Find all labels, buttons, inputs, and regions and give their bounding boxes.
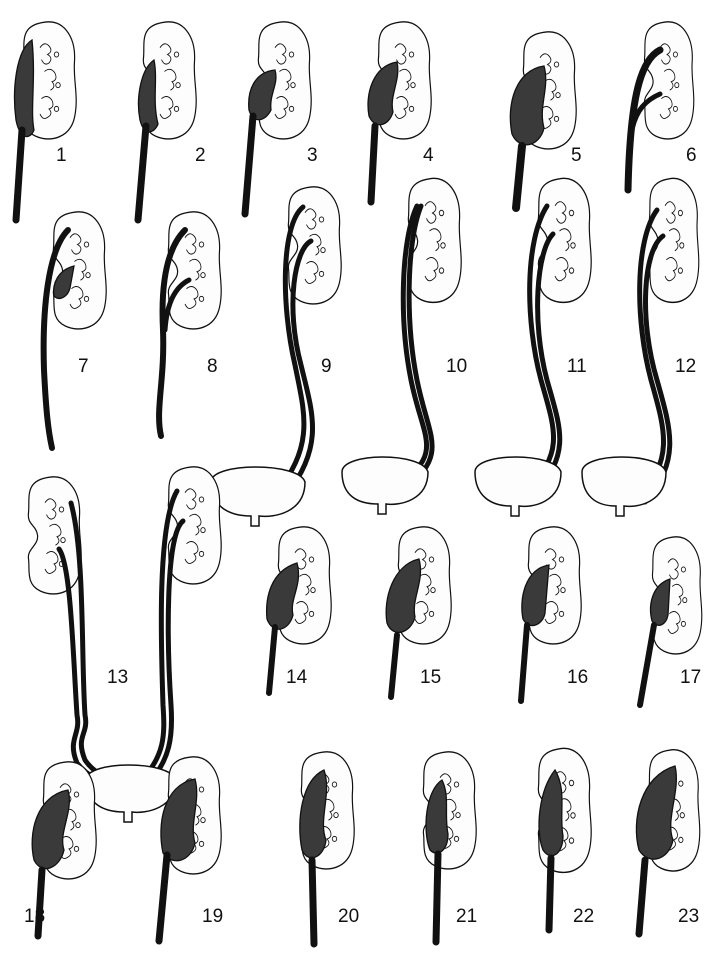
label-2: 2 [195,146,206,165]
label-16: 16 [567,668,588,687]
specimen-9 [275,187,341,497]
label-15: 15 [420,668,441,687]
specimen-7 [44,212,107,448]
bladder-9 [211,467,305,526]
label-9: 9 [321,357,332,376]
label-4: 4 [423,146,434,165]
specimen-13-right [141,467,221,787]
specimen-3 [245,22,311,214]
label-8: 8 [207,357,218,376]
bladder-12 [582,457,666,516]
label-5: 5 [571,146,582,165]
specimen-4 [368,22,431,202]
specimen-1 [15,22,77,220]
label-20: 20 [338,907,359,926]
specimen-22 [538,748,591,930]
bladder-10 [342,457,428,514]
label-18: 18 [24,907,45,926]
label-10: 10 [446,357,467,376]
specimen-6 [628,22,694,190]
label-23: 23 [678,907,699,926]
label-3: 3 [307,146,318,165]
label-12: 12 [675,357,696,376]
label-21: 21 [456,907,477,926]
label-7: 7 [78,357,89,376]
specimen-2 [138,22,196,220]
label-6: 6 [686,146,697,165]
specimen-12 [637,178,699,502]
label-1: 1 [56,146,67,165]
specimen-11 [527,178,591,494]
label-13: 13 [107,668,128,687]
label-19: 19 [202,907,223,926]
label-17: 17 [680,668,701,687]
label-22: 22 [573,907,594,926]
specimen-13-left [28,477,135,791]
label-11: 11 [567,357,587,376]
specimen-8 [159,212,221,436]
label-14: 14 [286,668,307,687]
specimen-15 [386,527,451,697]
bladder-11 [475,457,561,516]
specimen-10 [397,178,461,490]
